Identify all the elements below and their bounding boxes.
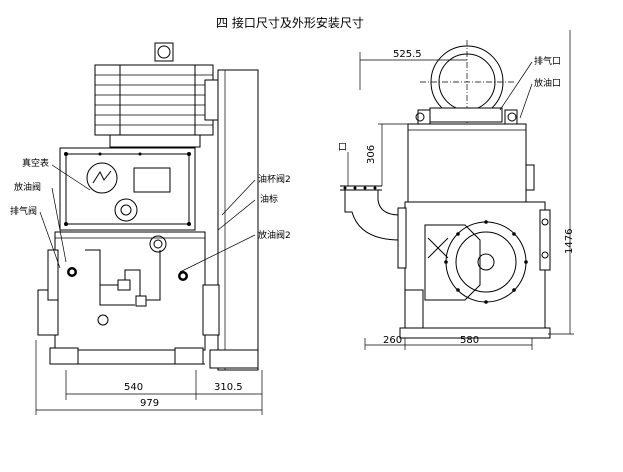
label-drain-valve: 放油阀 [14,181,41,193]
side-cover [217,69,259,371]
side-upper-housing [407,123,527,203]
dim-979: 979 [140,398,159,409]
dim-260: 260 [383,335,402,346]
dim-540: 540 [124,382,143,393]
upper-housing [59,147,196,231]
label-inlet: 排气口 [534,55,561,67]
inlet-pipe [340,185,401,241]
side-dimensions: 525.5 306 1476 260 580 [359,30,575,350]
motor [94,42,224,148]
pump-body [37,231,220,351]
front-dimensions: 540 310.5 979 [35,340,263,415]
foot-right [174,347,204,365]
label-oil-outlet: 放油口 [534,77,561,89]
dim-1476: 1476 [564,229,575,254]
front-view: 真空表 放油阀 排气阀 油杯阀2 油标 放油阀2 540 310.5 979 [10,42,291,415]
label-oil-mark: 油标 [260,193,278,205]
side-base [399,327,551,339]
label-gauge: 真空表 [22,157,49,169]
dim-580: 580 [460,335,479,346]
dim-310: 310.5 [214,382,243,393]
drawing-title: 四 接口尺寸及外形安装尺寸 [216,15,364,30]
side-motor [415,40,518,125]
label-oil-cup-valve-2: 油杯阀2 [258,173,291,185]
dim-525: 525.5 [393,49,422,60]
dim-306: 306 [366,145,377,164]
side-pump-body [397,201,551,331]
label-exhaust-valve: 排气阀 [10,205,37,217]
label-port: 口 [338,143,347,153]
foot-side [209,349,259,369]
side-view: 口 排气口 放油口 525.5 306 1476 260 580 [338,30,575,350]
label-drain-valve-2: 放油阀2 [258,229,291,241]
foot-left [49,347,79,365]
